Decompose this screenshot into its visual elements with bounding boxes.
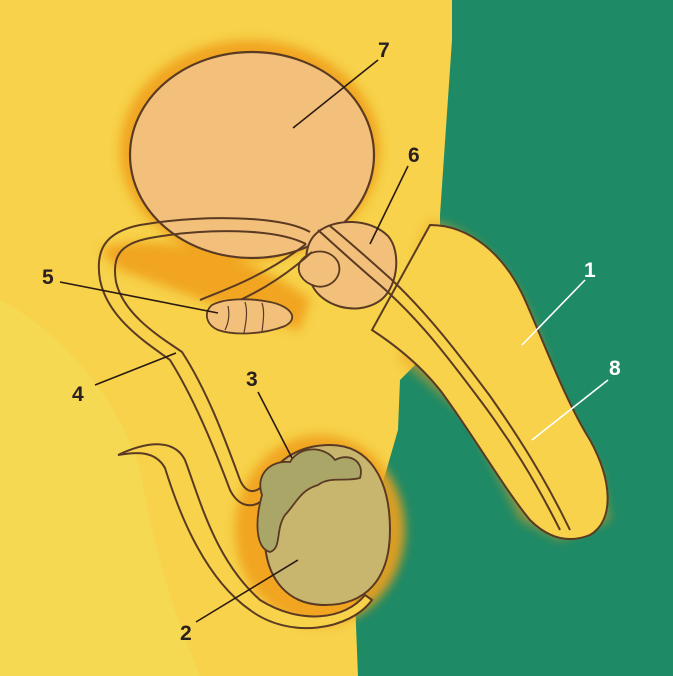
label-3: 3	[246, 368, 258, 391]
seminal-vesicle	[207, 299, 292, 333]
label-2: 2	[180, 622, 192, 645]
label-6: 6	[408, 144, 420, 167]
label-1: 1	[584, 259, 596, 282]
label-4: 4	[72, 383, 84, 406]
label-8: 8	[609, 357, 621, 380]
label-7: 7	[378, 39, 390, 62]
label-5: 5	[42, 266, 54, 289]
ejaculatory-region	[299, 252, 340, 287]
